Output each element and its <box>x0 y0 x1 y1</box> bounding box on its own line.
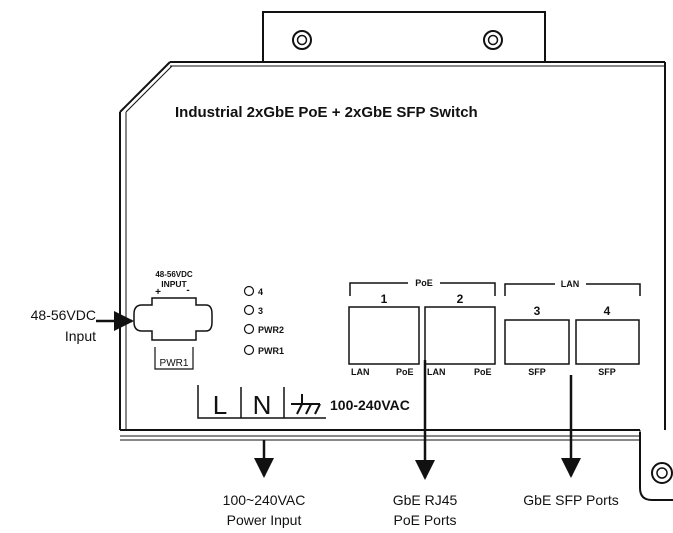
sfp-port-group: LAN 3 4 SFP SFP <box>504 279 641 377</box>
led-pwr1 <box>243 344 255 356</box>
led-3 <box>243 304 255 316</box>
port-number-1: 1 <box>381 292 388 306</box>
dc-input-connector: 48-56VDC INPUT + - PWR1 <box>133 270 213 370</box>
dc-input-minus: - <box>186 285 189 296</box>
device-title: Industrial 2xGbE PoE + 2xGbE SFP Switch <box>175 104 478 121</box>
poe-group-label: PoE <box>415 278 433 288</box>
dc-input-plus: + <box>155 287 161 298</box>
ac-terminal-label: 100-240VAC <box>330 397 410 413</box>
port-number-2: 2 <box>457 292 464 306</box>
ac-terminal-block: L N 100-240VAC <box>197 385 410 420</box>
side-mounting-bracket <box>639 432 673 501</box>
callout-arrows <box>96 311 581 480</box>
sfp-port-4[interactable] <box>575 319 640 365</box>
led-label-pwr2: PWR2 <box>258 325 284 335</box>
led-label-pwr1: PWR1 <box>258 346 284 356</box>
port-number-4: 4 <box>604 304 611 318</box>
port-1-lan-label: LAN <box>351 367 370 377</box>
callout-sfp: GbE SFP Ports <box>523 492 618 508</box>
rj45-port-2[interactable] <box>424 306 496 365</box>
dc-input-label: PWR1 <box>160 358 189 369</box>
rj45-port-1[interactable] <box>348 306 420 365</box>
sfp-port-3[interactable] <box>504 319 570 365</box>
poe-port-group: PoE 1 2 LAN PoE LAN PoE <box>348 278 496 377</box>
ground-symbol-icon <box>291 394 321 415</box>
top-mounting-bracket <box>262 11 546 62</box>
port-4-sfp-label: SFP <box>598 367 616 377</box>
port-2-poe-label: PoE <box>474 367 492 377</box>
port-number-3: 3 <box>534 304 541 318</box>
chassis <box>119 61 666 441</box>
port-2-lan-label: LAN <box>427 367 446 377</box>
led-label-3: 3 <box>258 306 263 316</box>
led-label-4: 4 <box>258 287 263 297</box>
callout-rj45-1: GbE RJ45 <box>393 492 458 508</box>
led-indicators: 4 3 PWR2 PWR1 <box>243 285 284 356</box>
lan-group-label: LAN <box>561 279 580 289</box>
dc-input-header-1: 48-56VDC <box>155 270 193 279</box>
ac-terminal-n: N <box>253 390 272 420</box>
dc-input-header-2: INPUT <box>161 279 187 289</box>
callout-ac-input-2: Power Input <box>227 512 302 528</box>
port-3-sfp-label: SFP <box>528 367 546 377</box>
ac-terminal-l: L <box>213 390 227 420</box>
led-4 <box>243 285 255 297</box>
callout-dc-input-2: Input <box>65 328 96 344</box>
callout-dc-input-1: 48-56VDC <box>31 307 96 323</box>
led-pwr2 <box>243 323 255 335</box>
callout-rj45-2: PoE Ports <box>393 512 456 528</box>
port-1-poe-label: PoE <box>396 367 414 377</box>
callout-ac-input-1: 100~240VAC <box>223 492 306 508</box>
